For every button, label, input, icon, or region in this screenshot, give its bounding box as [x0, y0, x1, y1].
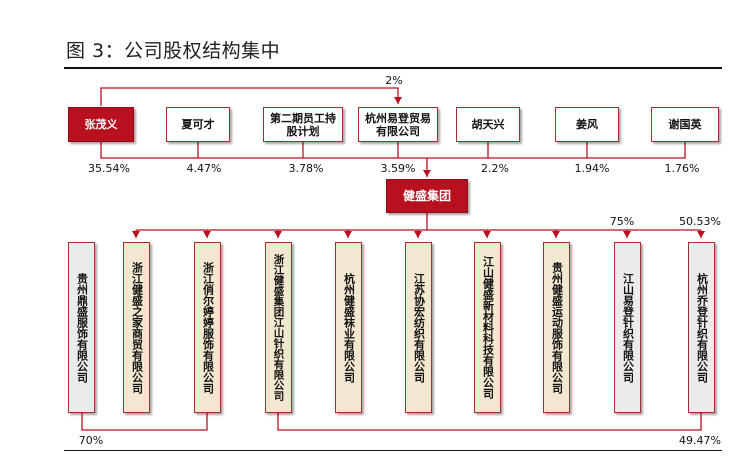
shareholder-employee-plan: 第二期员工持股计划	[263, 107, 343, 142]
shareholder-hu-tianxing: 胡天兴	[456, 107, 520, 142]
yideng-pct-label: 75%	[609, 215, 635, 228]
shareholder-bus	[100, 142, 686, 159]
shareholder-xia-kecai: 夏可才	[166, 107, 230, 142]
cross-link	[100, 87, 402, 106]
shareholder-pct: 4.47%	[186, 162, 222, 175]
shareholder-pct: 35.54%	[88, 162, 130, 175]
subsidiary-jiangshan-yideng: 江山易登针织有限公司	[614, 242, 641, 413]
subsidiary-jiangshan-knitting: 浙江健盛集团江山针织有限公司	[265, 242, 292, 413]
subsidiary-jiangshan-materials: 江山健盛新材料科技有限公司	[474, 242, 501, 413]
qiaodeng-top-pct-label: 50.53%	[679, 215, 721, 228]
subsidiary-hangzhou-qiaodeng: 杭州乔登针织有限公司	[688, 242, 715, 413]
group-node-jiansheng: 健盛集团	[386, 179, 468, 213]
shareholder-pct: 3.78%	[288, 162, 324, 175]
dingsheng-link	[78, 408, 208, 431]
shareholder-yideng-trade: 杭州易登贸易有限公司	[358, 107, 438, 142]
shareholder-pct: 1.94%	[574, 162, 610, 175]
subsidiary-jiangsu-xiehong: 江苏协宏纺织有限公司	[405, 242, 432, 413]
dingsheng-pct-label: 70%	[78, 434, 104, 447]
subsidiary-guizhou-sports: 贵州健盛运动服饰有限公司	[543, 242, 570, 413]
shareholder-jiang-feng: 姜风	[555, 107, 619, 142]
cross-pct-label: 2%	[385, 74, 403, 87]
subsidiary-hangzhou-socks: 杭州健盛袜业有限公司	[335, 242, 362, 413]
subsidiary-jiansheng-home: 浙江健盛之家商贸有限公司	[123, 242, 150, 413]
qiaodeng-bottom-pct-label: 49.47%	[679, 434, 721, 447]
subsidiary-guizhou-dingsheng: 贵州鼎盛服饰有限公司	[68, 242, 95, 413]
top-rule	[64, 67, 722, 69]
bottom-rule	[64, 450, 722, 451]
page-title: 图 3：公司股权结构集中	[66, 40, 281, 62]
qiaodeng-link	[277, 408, 705, 431]
shareholder-xie-guoying: 谢国英	[651, 107, 719, 142]
shareholder-pct: 3.59%	[380, 162, 416, 175]
shareholder-pct: 1.76%	[664, 162, 700, 175]
subsidiary-qiaoer-tingting: 浙江俏尔婷婷服饰有限公司	[194, 242, 221, 413]
shareholder-pct: 2.2%	[481, 162, 509, 175]
shareholder-zhang-maoyi: 张茂义	[68, 107, 134, 142]
